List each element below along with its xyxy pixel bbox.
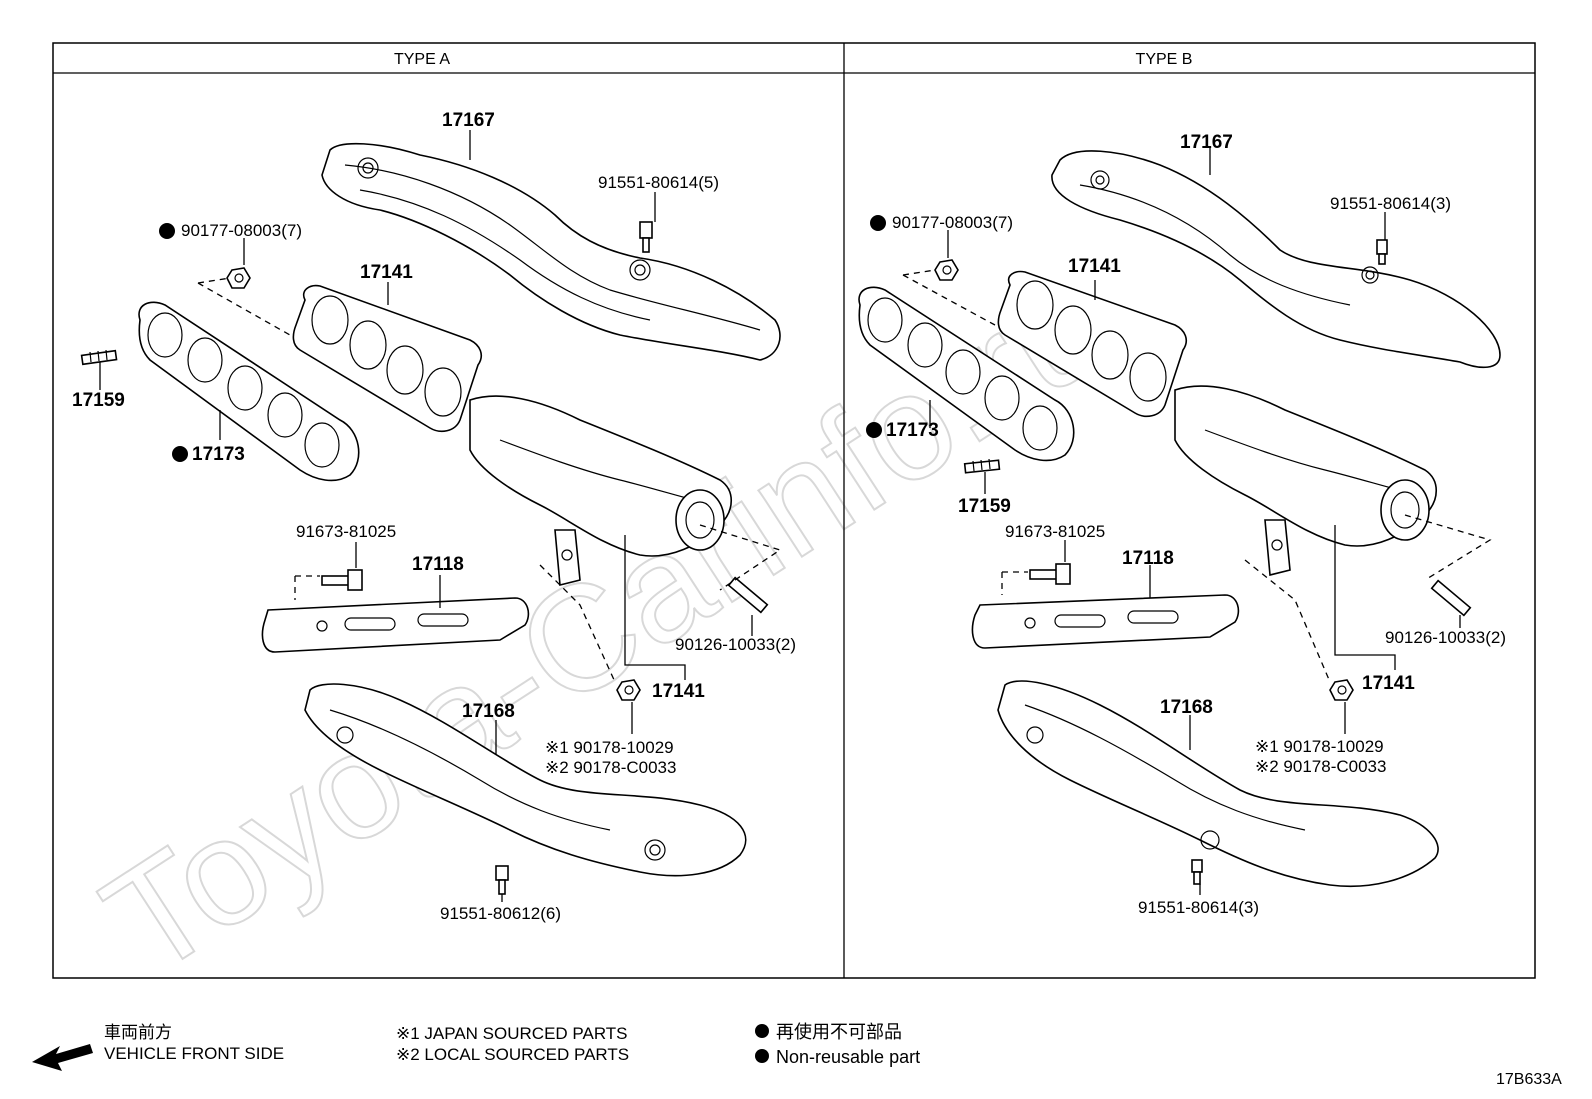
nonreuse-jp-label: 再使用不可部品 xyxy=(776,1022,902,1042)
label-17168-a: 17168 xyxy=(462,701,515,722)
note-local-sourced: ※2 LOCAL SOURCED PARTS xyxy=(396,1045,630,1064)
upper-bolt-b xyxy=(1376,239,1388,265)
label-91551-80614-a: 91551-80614(5) xyxy=(598,173,719,192)
lower-bolt-b xyxy=(1191,859,1203,885)
label-17167-a: 17167 xyxy=(442,110,495,131)
label-90178-10029-b: ※1 90178-10029 xyxy=(1255,737,1384,756)
gasket-a xyxy=(138,301,360,482)
label-17118-b: 17118 xyxy=(1122,548,1174,569)
label-91551-80614-b: 91551-80614(3) xyxy=(1330,194,1451,213)
label-90177-08003-a: 90177-08003(7) xyxy=(181,221,302,240)
flange-nut-b xyxy=(1329,679,1354,701)
exhaust-manifold-b xyxy=(997,270,1438,577)
label-17173-b: 17173 xyxy=(886,420,939,441)
stay-17118-b xyxy=(971,594,1240,649)
lower-heat-insulator-a xyxy=(304,683,747,877)
figure-code: 17B633A xyxy=(1496,1071,1562,1088)
legend-source: ※1 JAPAN SOURCED PARTS ※2 LOCAL SOURCED … xyxy=(396,1023,629,1065)
type-a-panel: 17167 91551-80614(5) 90177-08003(7) 1714… xyxy=(72,110,796,923)
exhaust-manifold-a xyxy=(292,284,733,587)
label-91673-81025-b: 91673-81025 xyxy=(1005,522,1105,541)
label-17141-a: 17141 xyxy=(360,262,413,283)
type-a-title: TYPE A xyxy=(394,51,450,68)
filled-circle-icon xyxy=(755,1049,769,1063)
label-90178-10029-a: ※1 90178-10029 xyxy=(545,738,674,757)
label-90178-c0033-a: ※2 90178-C0033 xyxy=(545,758,676,777)
lower-heat-insulator-b xyxy=(997,680,1439,888)
label-17167-b: 17167 xyxy=(1180,132,1233,153)
label-17159-a: 17159 xyxy=(72,390,125,411)
label-91551-80612-a: 91551-80612(6) xyxy=(440,904,561,923)
non-reusable-marker xyxy=(172,446,188,462)
flange-nut-a xyxy=(616,679,641,701)
label-91673-81025-a: 91673-81025 xyxy=(296,522,396,541)
type-b-title: TYPE B xyxy=(1136,51,1193,68)
label-17141-b: 17141 xyxy=(1068,256,1121,277)
label-90126-10033-b: 90126-10033(2) xyxy=(1385,628,1506,647)
gasket-nut-a xyxy=(226,267,251,289)
stay-bolt-a xyxy=(321,569,363,591)
lower-bolt-a xyxy=(495,865,509,895)
front-en-label: VEHICLE FRONT SIDE xyxy=(104,1044,285,1063)
cat-stud-a xyxy=(727,576,769,614)
gasket-b xyxy=(858,286,1075,462)
diagram-frame xyxy=(52,42,1536,979)
front-jp-label: 車両前方 xyxy=(104,1023,172,1042)
label-17141-assy-b: 17141 xyxy=(1362,673,1415,694)
label-90177-08003-b: 90177-08003(7) xyxy=(892,213,1013,232)
upper-heat-insulator-b xyxy=(1051,150,1501,369)
label-17159-b: 17159 xyxy=(958,496,1011,517)
note-japan-sourced: ※1 JAPAN SOURCED PARTS xyxy=(396,1024,628,1043)
type-b-panel: 17167 91551-80614(3) 90177-08003(7) 1714… xyxy=(858,132,1506,917)
upper-heat-insulator-a xyxy=(321,142,781,361)
label-17173-a: 17173 xyxy=(192,444,245,465)
upper-bolt-a xyxy=(639,221,653,253)
label-90178-c0033-b: ※2 90178-C0033 xyxy=(1255,757,1386,776)
non-reusable-marker xyxy=(159,223,175,239)
label-17168-b: 17168 xyxy=(1160,697,1213,718)
legend-front: 車両前方 VEHICLE FRONT SIDE xyxy=(104,1022,284,1064)
cat-stud-b xyxy=(1430,579,1472,617)
label-17118-a: 17118 xyxy=(412,554,464,575)
label-90126-10033-a: 90126-10033(2) xyxy=(675,635,796,654)
label-91551-80614-lower-b: 91551-80614(3) xyxy=(1138,898,1259,917)
arrow-left-icon xyxy=(32,1044,93,1071)
stay-17118-a xyxy=(261,597,530,653)
legend-nonreusable: 再使用不可部品 Non-reusable part xyxy=(776,1020,920,1070)
filled-circle-icon xyxy=(755,1024,769,1038)
nonreuse-en-label: Non-reusable part xyxy=(776,1047,921,1067)
label-17141-assy-a: 17141 xyxy=(652,681,705,702)
non-reusable-marker xyxy=(866,422,882,438)
stay-bolt-b xyxy=(1029,563,1071,585)
stud-17159-a xyxy=(80,349,118,366)
gasket-nut-b xyxy=(934,259,959,281)
non-reusable-marker xyxy=(870,215,886,231)
stud-17159-b xyxy=(963,458,1001,474)
